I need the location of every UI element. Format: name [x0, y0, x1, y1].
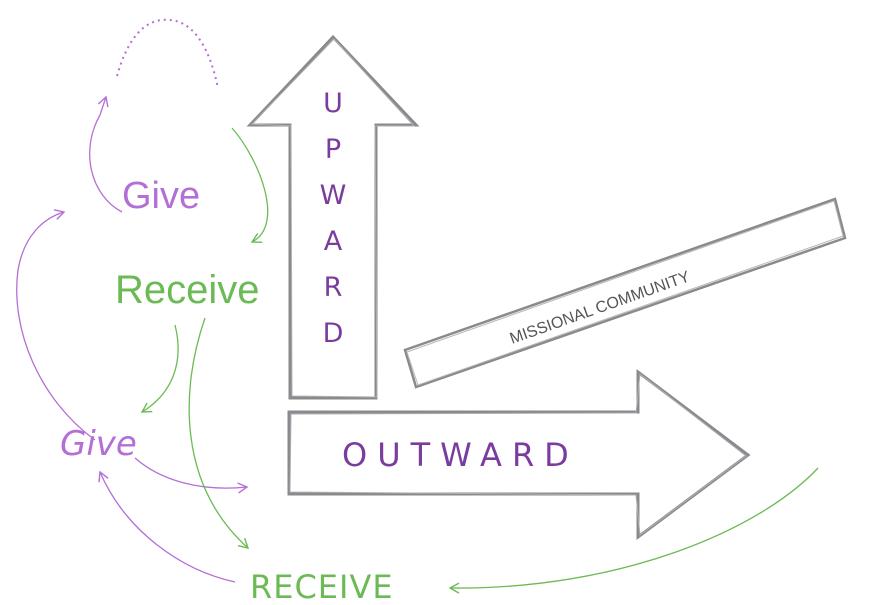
- dotted-loop: [116, 18, 219, 89]
- upward-letter-6: D: [323, 318, 344, 349]
- missional-community-band: [403, 197, 847, 389]
- arc-give-top-up: [89, 95, 123, 213]
- give-top-label: Give: [122, 175, 200, 217]
- arc-outward-to-receive: [448, 467, 819, 594]
- arc-give-bottom-right: [134, 457, 249, 494]
- upward-letter-4: A: [324, 226, 343, 257]
- give-bottom-label: Give: [60, 424, 137, 464]
- upward-letters: U P W A R D: [320, 88, 347, 349]
- receive-top-label: Receive: [115, 268, 260, 312]
- upward-letter-2: P: [325, 134, 341, 165]
- outward-label: OUTWARD: [342, 436, 579, 474]
- upward-letter-5: R: [324, 272, 343, 303]
- upward-letter-3: W: [320, 180, 347, 211]
- upward-arrow: [246, 34, 420, 400]
- arc-left-loop: [16, 209, 96, 441]
- arc-top-to-receive: [231, 127, 269, 244]
- upward-letter-1: U: [323, 88, 343, 119]
- outward-arrow: [287, 368, 751, 540]
- arc-receive-bottom-to-give: [98, 470, 236, 583]
- arc-receive-down-long: [188, 317, 250, 549]
- arc-receive-to-give: [140, 324, 179, 413]
- receive-bottom-label: RECEIVE: [250, 568, 394, 605]
